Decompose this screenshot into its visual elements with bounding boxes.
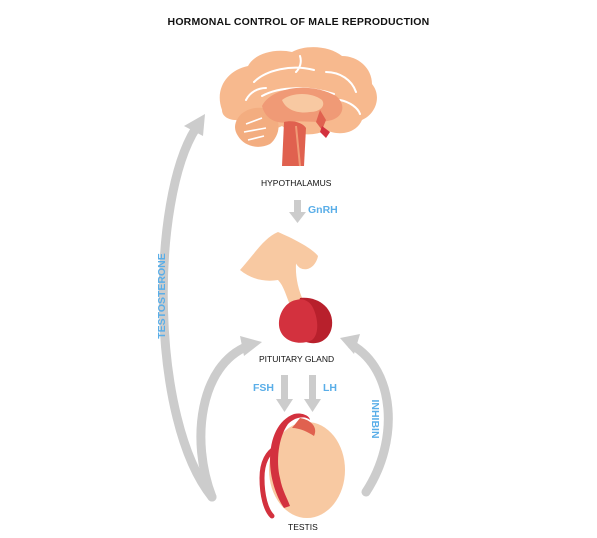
inhibin-arrow xyxy=(347,340,393,497)
fsh-arrowhead xyxy=(276,399,293,412)
pituitary-label: PITUITARY GLAND xyxy=(259,354,335,364)
diagram-title: HORMONAL CONTROL OF MALE REPRODUCTION xyxy=(167,16,430,28)
fsh-label: FSH xyxy=(253,382,274,394)
testosterone-pituitary-arrow xyxy=(196,341,253,502)
pituitary-illustration xyxy=(240,232,333,344)
lh-label: LH xyxy=(323,382,337,394)
testis-label: TESTIS xyxy=(288,522,318,532)
fsh-arrow-shaft xyxy=(281,375,288,401)
testosterone-arrowhead xyxy=(184,114,205,136)
testosterone-pituitary-arrowhead xyxy=(240,336,262,356)
gnrh-arrow-shaft xyxy=(294,200,301,213)
testosterone-arrow xyxy=(158,123,217,502)
gnrh-arrowhead xyxy=(289,212,306,223)
lh-arrow-shaft xyxy=(309,375,316,401)
testis-illustration xyxy=(259,413,345,519)
testosterone-label: TESTOSTERONE xyxy=(156,253,168,339)
hypothalamus-label: HYPOTHALAMUS xyxy=(261,178,332,188)
inhibin-label: INHIBIN xyxy=(369,399,381,439)
brain-illustration xyxy=(219,47,377,167)
inhibin-arrowhead xyxy=(340,334,360,354)
lh-arrowhead xyxy=(304,399,321,412)
gnrh-label: GnRH xyxy=(308,204,338,216)
